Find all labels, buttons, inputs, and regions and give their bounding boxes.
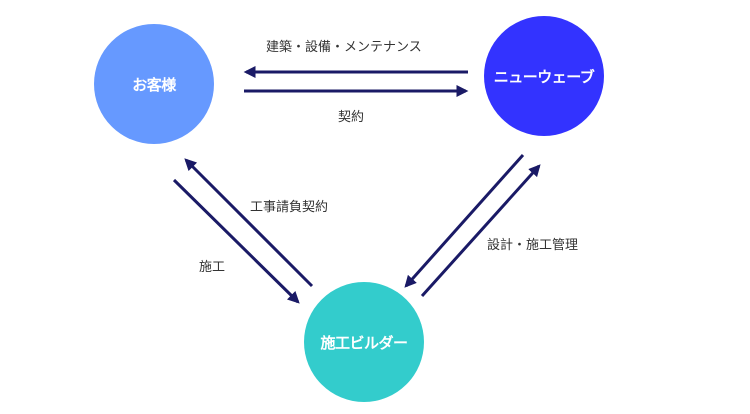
- customer-node: お客様: [94, 24, 214, 144]
- edge-label-construction: 施工: [199, 260, 226, 275]
- arrow-customer-to-builder: [172, 178, 300, 304]
- newwave-label: ニューウェーブ: [493, 67, 595, 86]
- edge-label-services: 建築・設備・メンテナンス: [266, 40, 422, 55]
- builder-node: 施工ビルダー: [304, 282, 424, 402]
- newwave-node: ニューウェーブ: [484, 16, 604, 136]
- arrow-newwave-to-builder: [404, 154, 525, 288]
- customer-label: お客様: [132, 75, 176, 94]
- builder-label: 施工ビルダー: [320, 333, 408, 352]
- edge-label-construction-contract: 工事請負契約: [250, 200, 329, 215]
- edge-label-contract: 契約: [338, 110, 365, 125]
- edge-label-design-management: 設計・施工管理: [487, 238, 579, 253]
- arrow-builder-to-customer: [184, 158, 314, 288]
- arrow-builder-to-newwave: [420, 164, 541, 298]
